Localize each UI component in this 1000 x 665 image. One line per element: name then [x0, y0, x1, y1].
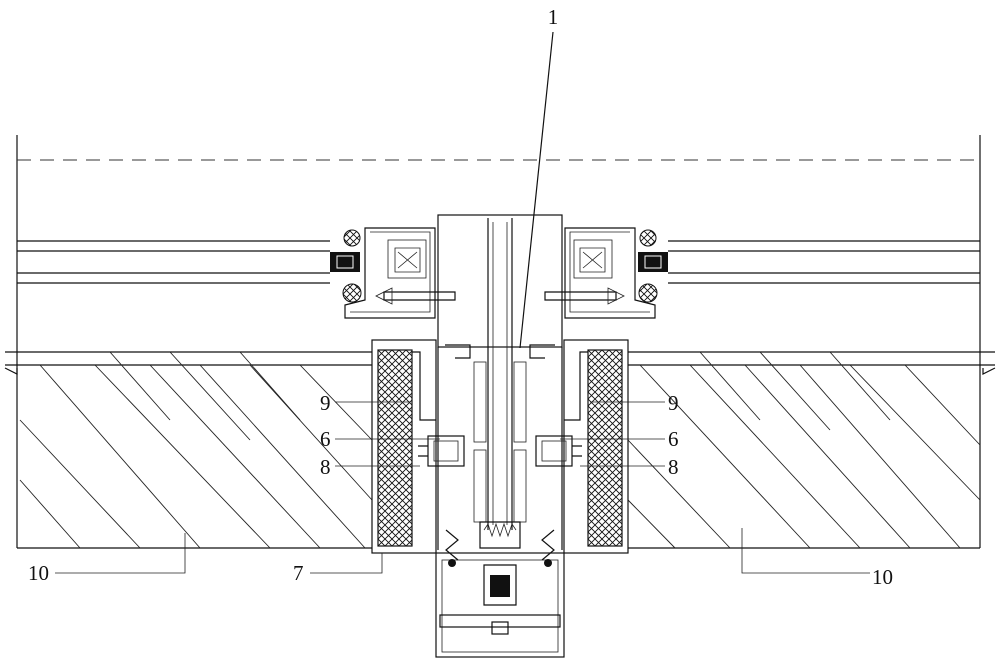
glass-panel-left [17, 241, 330, 283]
callout-labels: 1 9 6 8 9 6 8 10 7 10 [28, 5, 893, 589]
label-10-left: 10 [28, 561, 49, 585]
stone-panel-right [628, 352, 995, 548]
glass-panel-right [668, 241, 980, 283]
sealant-right [638, 230, 668, 302]
label-6-left: 6 [320, 427, 331, 451]
label-6-right: 6 [668, 427, 679, 451]
label-1: 1 [548, 5, 559, 29]
stone-panel-left [5, 352, 372, 548]
sealant-left [330, 230, 361, 302]
mullion-cap [436, 530, 564, 657]
frame-lines [17, 135, 980, 548]
label-10-right: 10 [872, 565, 893, 589]
bracket-right [536, 436, 582, 466]
label-9-left: 9 [320, 391, 331, 415]
label-8-right: 8 [668, 455, 679, 479]
label-7: 7 [293, 561, 304, 585]
label-9-right: 9 [668, 391, 679, 415]
bracket-left [418, 436, 464, 466]
label-8-left: 8 [320, 455, 331, 479]
central-mullion [438, 215, 562, 550]
leader-lines [55, 32, 870, 573]
